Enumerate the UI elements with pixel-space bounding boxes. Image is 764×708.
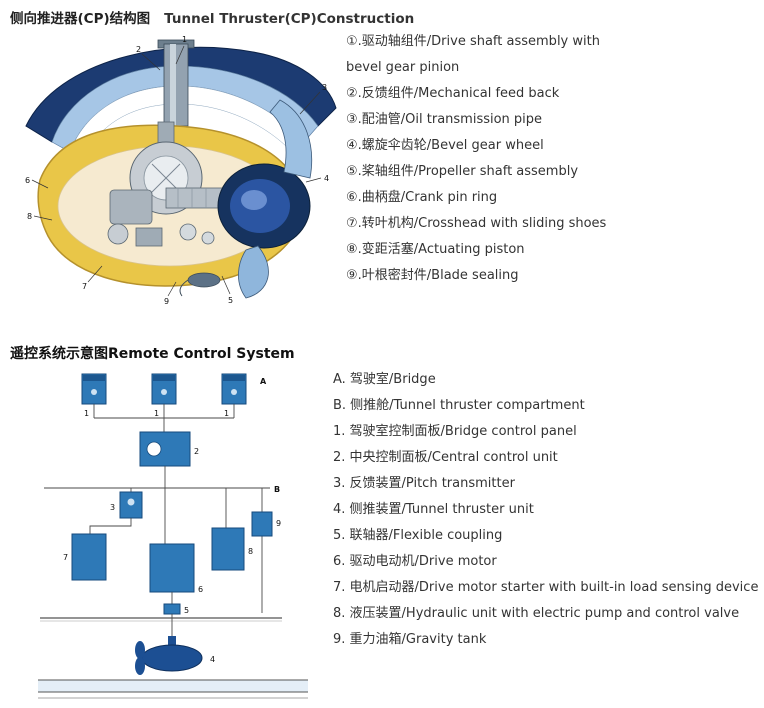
legend-row: ⑤.桨轴组件/Propeller shaft assembly — [346, 164, 579, 179]
legend-row: 6. 驱动电动机/Drive motor — [333, 554, 497, 569]
remote-control-legend: A. 驾驶室/Bridge B. 侧推舱/Tunnel thruster com… — [333, 367, 759, 653]
section2-title: 遥控系统示意图Remote Control System — [10, 346, 295, 362]
legend-row: ⑦.转叶机构/Crosshead with sliding shoes — [346, 216, 607, 231]
schematic-label-B: B — [274, 485, 280, 494]
legend-row: 5. 联轴器/Flexible coupling — [333, 528, 503, 543]
top-wiring — [93, 404, 235, 432]
schematic-label-5: 5 — [184, 606, 189, 615]
gearbox-machinery — [107, 121, 229, 247]
schematic-label-1: 1 — [84, 409, 89, 418]
callout-1: 1 — [182, 35, 187, 44]
thruster-cutaway-figure: 1 2 3 4 5 6 7 8 9 — [18, 30, 345, 311]
legend-row: ③.配油管/Oil transmission pipe — [346, 112, 543, 127]
compartment-boundary: B — [44, 466, 280, 494]
bridge-panels: 1 1 1 A — [81, 373, 267, 418]
thruster-cutaway-svg: 1 2 3 4 5 6 7 8 9 — [25, 35, 337, 306]
schematic-label-7: 7 — [63, 553, 68, 562]
callout-6: 6 — [25, 176, 30, 185]
legend-row: ⑨.叶根密封件/Blade sealing — [346, 268, 519, 283]
drive-shaft — [157, 39, 195, 127]
construction-legend: ①.驱动轴组件/Drive shaft assembly with bevel … — [346, 29, 758, 289]
cutaway-callouts: 1 2 3 4 5 6 7 8 9 — [25, 35, 329, 306]
section1-title: 侧向推进器(CP)结构图 Tunnel Thruster(CP)Construct… — [10, 7, 414, 27]
lower-parts — [179, 272, 221, 297]
central-control-unit: 2 — [139, 431, 199, 467]
coupling-and-deck: 5 — [40, 592, 282, 622]
legend-row: ①.驱动轴组件/Drive shaft assembly with — [346, 34, 600, 49]
callout-4: 4 — [324, 174, 329, 183]
legend-row: 1. 驾驶室控制面板/Bridge control panel — [333, 424, 577, 439]
legend-row: 8. 液压装置/Hydraulic unit with electric pum… — [333, 606, 740, 621]
legend-row: B. 侧推舱/Tunnel thruster compartment — [333, 398, 585, 413]
legend-row: bevel gear pinion — [346, 60, 460, 75]
callout-7: 7 — [82, 282, 87, 291]
callout-9: 9 — [164, 297, 169, 306]
legend-row: 9. 重力油箱/Gravity tank — [333, 632, 487, 647]
legend-row: A. 驾驶室/Bridge — [333, 372, 436, 387]
schematic-label-3: 3 — [110, 503, 115, 512]
section1-title-cn: 侧向推进器(CP)结构图 — [10, 11, 151, 27]
legend-row: 2. 中央控制面板/Central control unit — [333, 450, 558, 465]
machinery-cluster: 7 6 8 9 — [63, 488, 281, 613]
schematic-label-1: 1 — [154, 409, 159, 418]
callout-2: 2 — [136, 45, 141, 54]
schematic-label-8: 8 — [248, 547, 253, 556]
callout-5: 5 — [228, 296, 233, 305]
remote-control-figure: 1 1 1 A 2 B — [30, 366, 315, 700]
schematic-label-2: 2 — [194, 447, 199, 456]
legend-row: 7. 电机启动器/Drive motor starter with built-… — [333, 580, 759, 595]
tunnel-thruster-unit: 4 — [135, 614, 215, 675]
legend-row: ④.螺旋伞齿轮/Bevel gear wheel — [346, 138, 544, 153]
schematic-label-4: 4 — [210, 655, 215, 664]
legend-row: 4. 侧推装置/Tunnel thruster unit — [333, 502, 534, 517]
propeller-hub — [217, 99, 313, 299]
legend-row: ②.反馈组件/Mechanical feed back — [346, 86, 560, 101]
section1-title-en: Tunnel Thruster(CP)Construction — [164, 11, 415, 27]
hull-lines — [38, 679, 308, 699]
callout-8: 8 — [27, 212, 32, 221]
callout-3: 3 — [322, 83, 327, 92]
schematic-label-6: 6 — [198, 585, 203, 594]
remote-control-svg: 1 1 1 A 2 B — [38, 373, 308, 699]
legend-row: ⑧.变距活塞/Actuating piston — [346, 242, 525, 257]
pitch-transmitter: 3 — [89, 488, 143, 534]
legend-row: 3. 反馈装置/Pitch transmitter — [333, 476, 515, 491]
schematic-label-A: A — [260, 377, 267, 386]
legend-row: ⑥.曲柄盘/Crank pin ring — [346, 190, 498, 205]
schematic-label-9: 9 — [276, 519, 281, 528]
schematic-label-1: 1 — [224, 409, 229, 418]
